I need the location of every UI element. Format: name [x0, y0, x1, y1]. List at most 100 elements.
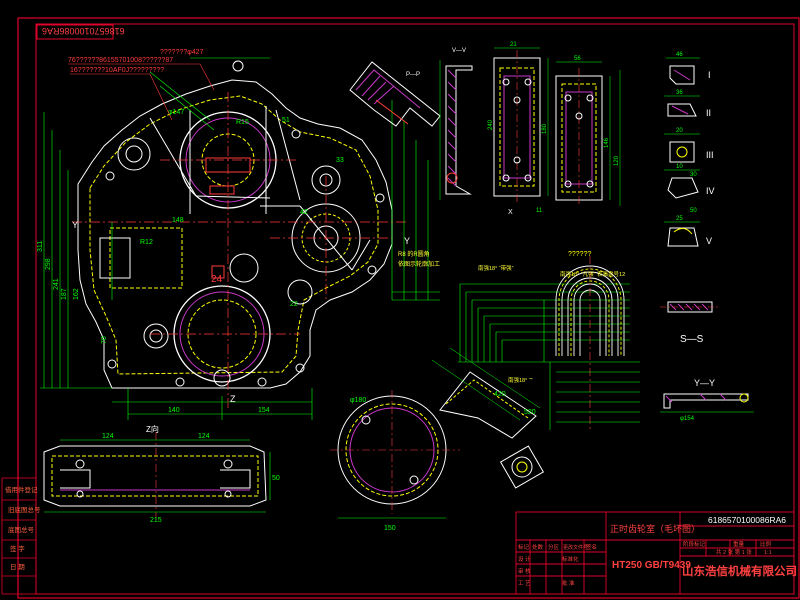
dim-zv-2: 215 — [150, 517, 162, 524]
z-view — [43, 432, 271, 520]
dim-main-11: 24 — [211, 274, 223, 285]
label-qqq: ?????? — [568, 251, 591, 258]
title-row-zone: 分区 — [548, 543, 560, 551]
dim-ss-2: 20 — [676, 128, 683, 134]
ss-section: S—S — [660, 301, 720, 345]
dim-rv-5: 56 — [574, 56, 581, 62]
dim-ss-4: 25 — [676, 216, 683, 222]
title-role-review: 审 核 — [518, 567, 531, 575]
strip-label-borrow: 借用件登记 — [5, 485, 38, 494]
small-sections — [664, 57, 700, 247]
note-part-bottom: 76??????86155701008??????87 — [68, 57, 173, 64]
dim-zv-1: 124 — [198, 433, 210, 440]
note-part-mid: 16???????10AF0J????????? — [70, 67, 164, 74]
round-view-dims: 150 520 420 φ180 — [350, 391, 536, 532]
dim-main-15: 22 — [290, 301, 298, 308]
dim-main-8: 70 — [101, 336, 108, 344]
label-vv: V—V — [452, 48, 466, 54]
dim-main-5: 140 — [168, 407, 180, 414]
title-block — [515, 511, 795, 595]
label-yy: Y—Y — [694, 378, 715, 388]
left-strip-labels: 借用件登记 旧底图总号 底图总号 签 字 日 期 — [5, 485, 41, 571]
label-pp: P—P — [406, 72, 420, 78]
section-roman-3: III — [706, 150, 714, 160]
title-material: HT250 GB/T9439 — [612, 560, 691, 571]
label-ss: S—S — [680, 334, 704, 345]
dim-main-2: 241 — [53, 278, 60, 290]
rib-detail-view — [458, 256, 640, 430]
dim-main-16: φ147 — [168, 109, 184, 116]
strip-label-base: 底图总号 — [8, 525, 35, 534]
dim-main-3: 187 — [61, 288, 68, 300]
dim-zv-0: 124 — [102, 433, 114, 440]
title-role-design: 设 计 — [518, 555, 531, 563]
title-row-count: 处数 — [532, 543, 544, 551]
dim-arc-3: φ180 — [350, 397, 366, 404]
strip-label-date: 日 期 — [10, 563, 25, 571]
dim-rv-2: 120 — [614, 155, 620, 166]
yy-section: Y—Y φ154 — [660, 378, 754, 422]
dim-arc-1: 520 — [524, 409, 536, 416]
top-code-text: 6186570100086RA6 — [42, 26, 125, 36]
dim-main-0: 311 — [37, 241, 44, 252]
dim-rv-4: 21 — [510, 42, 517, 48]
title-part-name: 正时齿轮室（毛坏图） — [610, 523, 700, 534]
note-taper-2: 南强18° “凡强” 表面盘号12 — [560, 270, 625, 278]
label-y-left: Y — [72, 220, 78, 230]
label-z-view: Z向 — [146, 424, 159, 434]
label-y-right: Y — [404, 236, 410, 246]
small-section-dims: 46 36 20 10 25 30 50 — [676, 52, 697, 222]
dim-main-4: 162 — [73, 288, 80, 300]
dim-main-6: 154 — [258, 407, 270, 414]
dim-main-1: 298 — [45, 258, 52, 270]
title-row-mark: 标记 — [518, 543, 530, 551]
title-row-file: 更改文件号 — [563, 544, 588, 551]
label-phi154: φ154 — [680, 416, 695, 422]
dim-main-7: 148 — [172, 217, 184, 224]
note-taper-3: 南强18° “” — [508, 376, 533, 384]
section-roman-5: V — [706, 236, 712, 246]
right-rect-views — [493, 47, 621, 206]
dim-rv-1: 146 — [604, 137, 610, 148]
dim-ss-5: 30 — [690, 172, 697, 178]
top-code-box: 6186570100086RA6 — [36, 24, 125, 40]
part-leader-notes: ???????φ427 76??????86155701008??????87 … — [68, 49, 204, 74]
right-views-dims: 180 146 120 240 21 56 11 — [488, 42, 620, 214]
main-dimension-texts: 311 298 241 187 162 140 154 148 70 R12 R… — [37, 109, 344, 414]
title-stage: 阶段标记 — [683, 540, 706, 548]
dim-main-13: 42 — [300, 209, 308, 216]
dim-rv-3: 240 — [488, 119, 494, 130]
title-code: 6186570100086RA6 — [708, 515, 786, 525]
title-row-sign: 签名 — [586, 543, 597, 551]
small-section-roman: I II III IV V — [706, 70, 715, 246]
main-dimension-lines — [40, 57, 440, 420]
title-role-approve: 批 准 — [562, 579, 575, 587]
section-roman-4: IV — [706, 186, 715, 196]
dim-ss-1: 36 — [676, 90, 683, 96]
part-leader-lines — [68, 63, 215, 121]
dim-rv-0: 180 — [542, 123, 548, 134]
note-taper-1: 南强18° “带强” — [478, 264, 514, 272]
title-block-texts: 正时齿轮室（毛坏图） 6186570100086RA6 HT250 GB/T94… — [518, 515, 797, 587]
title-scale: 比例 — [760, 540, 772, 548]
dim-ss-0: 46 — [676, 52, 683, 58]
round-view — [330, 347, 545, 519]
z-view-labels: 124 124 215 50 Z向 — [102, 424, 280, 524]
dim-rv-6: 11 — [536, 208, 543, 214]
dim-main-9: R12 — [140, 239, 153, 246]
dim-ss-6: 50 — [690, 208, 697, 214]
main-view-labels: Y Y Z — [72, 220, 410, 404]
dim-zv-3: 50 — [272, 475, 280, 482]
dim-ss-3: 10 — [676, 164, 683, 170]
drawing-frame — [17, 17, 800, 599]
pp-section: P—P — [349, 61, 441, 127]
strip-label-sign: 签 字 — [10, 544, 25, 553]
dim-main-14: 33 — [336, 157, 344, 164]
strip-label-old: 旧底图总号 — [8, 505, 41, 514]
dim-main-12: 51 — [282, 117, 290, 124]
vv-section: V—V — [439, 48, 473, 200]
title-role-process: 工 艺 — [518, 580, 531, 587]
title-sheet: 共 2 张 第 1 张 — [716, 548, 752, 556]
note-part-top: ???????φ427 — [160, 49, 204, 56]
